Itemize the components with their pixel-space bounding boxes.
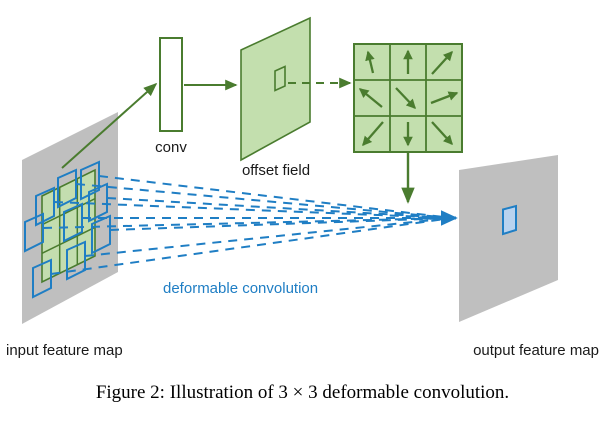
sample-box-2 (57, 168, 77, 209)
offset-arrow-middle-center (395, 87, 416, 110)
conv-label: conv (155, 139, 187, 156)
deform-link-9 (53, 201, 453, 219)
deformable-convolution-links (42, 175, 453, 275)
sample-box-5 (63, 202, 83, 243)
offset-arrow-grid-group (353, 43, 463, 153)
conv-block-group: conv (155, 37, 187, 156)
output-feature-map-panel (459, 155, 558, 322)
offset-arrow-bottom-right (431, 121, 453, 146)
input-feature-map-label: input feature map (6, 342, 123, 359)
offset-arrow-bottom-left (362, 121, 384, 147)
deform-link-6 (75, 183, 453, 219)
offset-field-cell (274, 65, 286, 92)
offset-arrow-top-left (365, 50, 375, 74)
offset-vectors (358, 49, 459, 147)
sample-box-6 (88, 182, 108, 223)
offset-arrow-middle-left (358, 88, 383, 108)
input-grid-hline-2 (41, 226, 96, 254)
sample-box-4 (24, 212, 44, 253)
offset-field-group: offset field (240, 16, 311, 179)
deform-link-8 (42, 217, 453, 229)
deform-link-5 (50, 217, 453, 275)
offset-arrow-middle-right (430, 91, 459, 105)
figure-caption: Figure 2: Illustration of 3 × 3 deformab… (95, 382, 510, 403)
conv-block (159, 37, 183, 132)
offset-arrow-top-right (431, 50, 453, 75)
input-to-conv-arrow (61, 82, 158, 169)
output-feature-map-label: output feature map (473, 342, 599, 359)
sample-box-1 (35, 186, 55, 227)
sample-box-3 (80, 160, 100, 201)
deformable-convolution-label: deformable convolution (163, 280, 318, 297)
deform-link-1 (98, 175, 453, 219)
deform-link-4 (84, 217, 453, 257)
offset-field-label: offset field (242, 162, 310, 179)
output-activation-cell (502, 204, 517, 236)
output-feature-map-group (459, 155, 558, 322)
offset-grid-lines (354, 44, 462, 152)
deform-link-2 (106, 197, 453, 219)
sample-box-7 (32, 258, 52, 299)
